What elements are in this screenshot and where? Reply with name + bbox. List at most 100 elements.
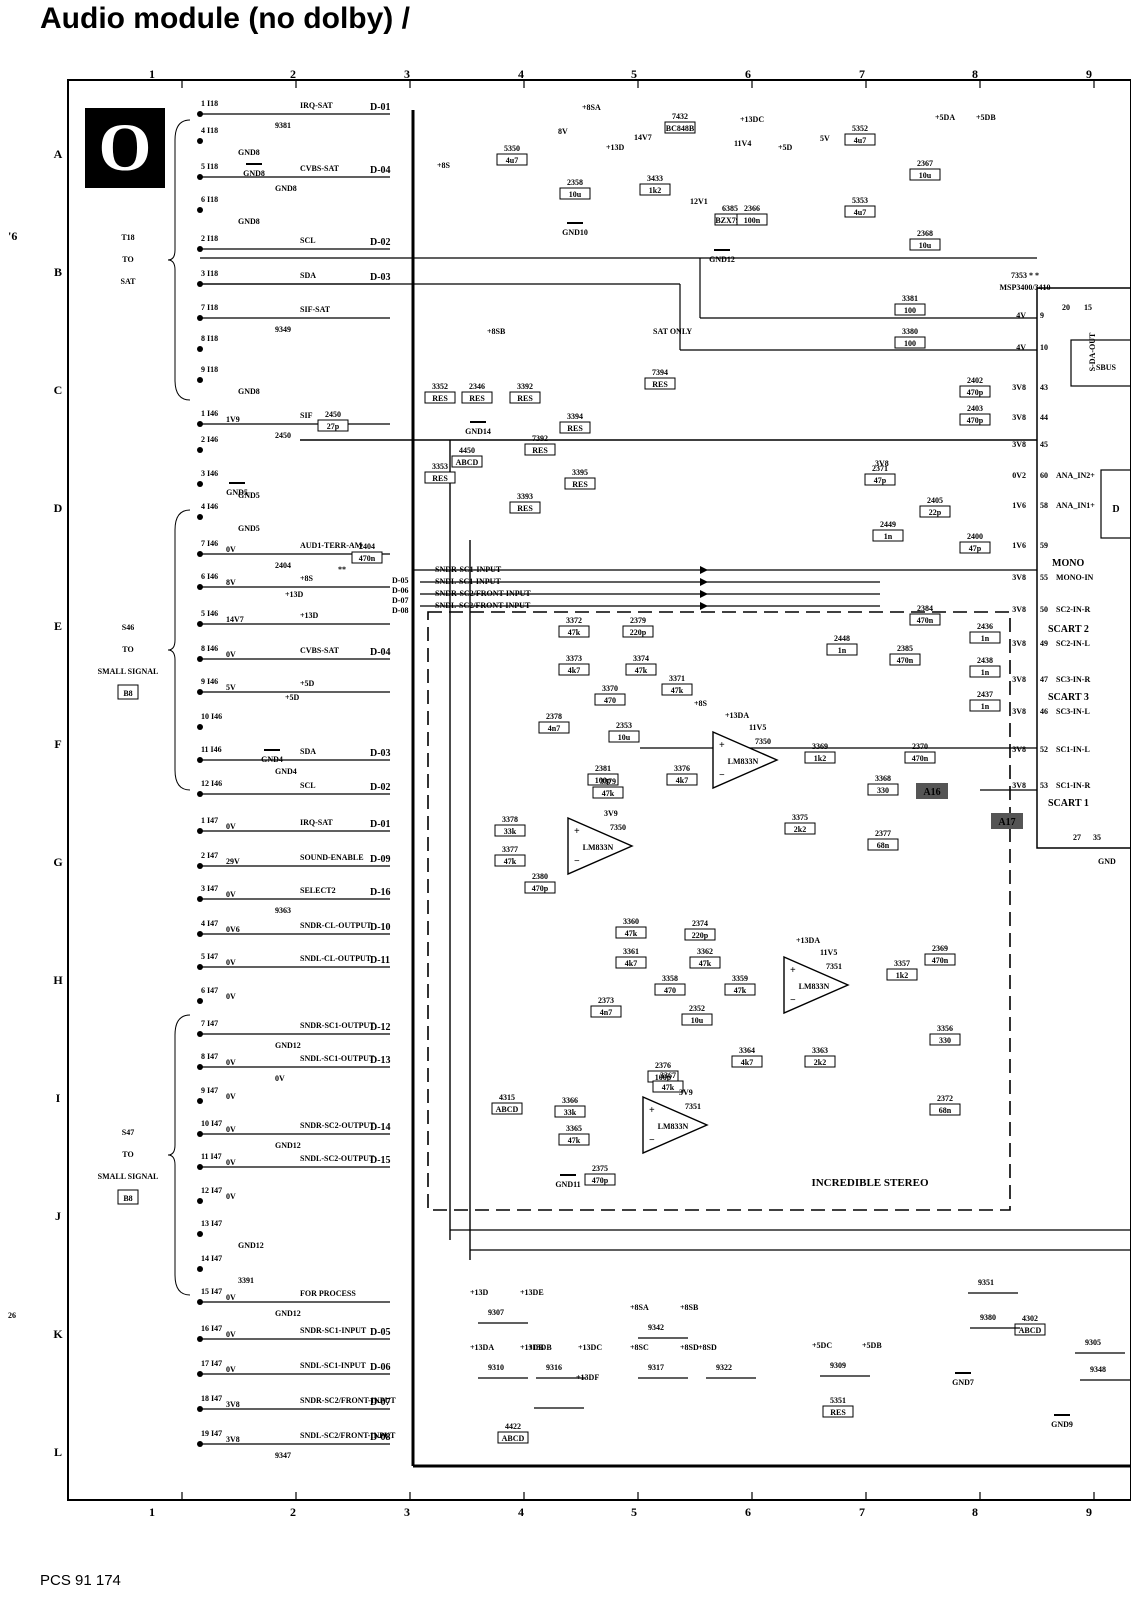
grid-column-bottom: 6 — [745, 1505, 751, 1519]
component-ref: 3371 — [669, 674, 685, 683]
ground-label: GND14 — [465, 427, 491, 436]
pin-extra: 9381 — [275, 121, 291, 130]
jumper: 9351 — [968, 1278, 1018, 1294]
bus-arrow — [700, 590, 708, 598]
component-ref: 3369 — [812, 742, 828, 751]
component-ref: 2372 — [937, 1094, 953, 1103]
component-ref: 3360 — [623, 917, 639, 926]
panel-letter-box — [85, 108, 165, 188]
pin-ref: D-04 — [370, 165, 391, 176]
component-value: 470n — [897, 656, 914, 665]
component-body — [894, 336, 926, 349]
supply-label: +13DC — [740, 115, 764, 124]
component-body — [889, 653, 921, 666]
ground-label: GND10 — [562, 228, 588, 237]
supply-label: +8SA — [582, 103, 601, 112]
component-ref: 2367 — [917, 159, 933, 168]
pin-signal: SIF — [300, 411, 313, 420]
block-label: INCREDIBLE STEREO — [811, 1177, 929, 1189]
component-value: 100p — [595, 776, 612, 785]
component-body — [592, 786, 624, 799]
jumper-from: +13D — [470, 1288, 489, 1297]
component-body — [666, 773, 698, 786]
component-value: RES — [517, 394, 533, 403]
grid-row: G — [53, 855, 62, 869]
pin-signal: SIF-SAT — [300, 305, 331, 314]
grid-row: B — [54, 265, 62, 279]
component-ref: 3392 — [517, 382, 533, 391]
opamp-part: LM833N — [799, 982, 830, 991]
ground-label: GND7 — [952, 1378, 974, 1387]
jumper: 9316+13DB+13DC — [528, 1343, 602, 1379]
component-value: 22p — [929, 508, 942, 517]
jumper-ref: 9380 — [980, 1313, 996, 1322]
pin-terminal — [197, 724, 203, 730]
ic-sbus: SBUS — [1096, 363, 1117, 372]
ic-pin-number: 55 — [1040, 573, 1048, 582]
component-ref: 2438 — [977, 656, 993, 665]
component-ref: 4302 — [1022, 1314, 1038, 1323]
component-value: 47k — [625, 929, 638, 938]
pin-terminal — [197, 138, 203, 144]
grid-column-bottom: 9 — [1086, 1505, 1092, 1519]
pin-number: 9 I18 — [201, 365, 218, 374]
jumper-from: +13DA — [470, 1343, 494, 1352]
pin-number: 3 I46 — [201, 469, 218, 478]
grid-column-bottom: 4 — [518, 1505, 524, 1519]
ic-pin-number: 58 — [1040, 501, 1048, 510]
pin-extra: GND12 — [238, 1241, 264, 1250]
component-body — [689, 956, 721, 969]
ic-bottom-pin: 27 — [1073, 833, 1081, 842]
component-body — [844, 133, 876, 146]
jumper-from: +8SC — [630, 1343, 649, 1352]
pin-signal: IRQ-SAT — [300, 818, 333, 827]
supply-label: 8V — [558, 127, 568, 136]
ic-pin-voltage: 1V6 — [1012, 541, 1026, 550]
component-value: ABCD — [456, 458, 479, 467]
supply-label: +5DB — [976, 113, 996, 122]
component-ref: 2379 — [630, 616, 646, 625]
pin-number: 16 I47 — [201, 1324, 222, 1333]
component-ref: 3353 — [432, 462, 448, 471]
component-value: 2k2 — [814, 1058, 826, 1067]
group-box — [117, 684, 139, 700]
component-value: 100 — [904, 306, 916, 315]
component-body — [639, 183, 671, 196]
component-value: BZX79F — [715, 216, 744, 225]
component-value: 47p — [969, 544, 982, 553]
pin-number: 18 I47 — [201, 1394, 222, 1403]
component-body — [724, 983, 756, 996]
component-value: 470 — [664, 986, 676, 995]
component-body — [822, 1405, 854, 1418]
component-ref: 2450 — [325, 410, 341, 419]
grid-column-top: 8 — [972, 67, 978, 81]
component-body — [969, 631, 1001, 644]
component-value: 4u7 — [506, 156, 518, 165]
jumper-ref: 9348 — [1090, 1365, 1106, 1374]
jumper-ref: 9317 — [648, 1363, 664, 1372]
